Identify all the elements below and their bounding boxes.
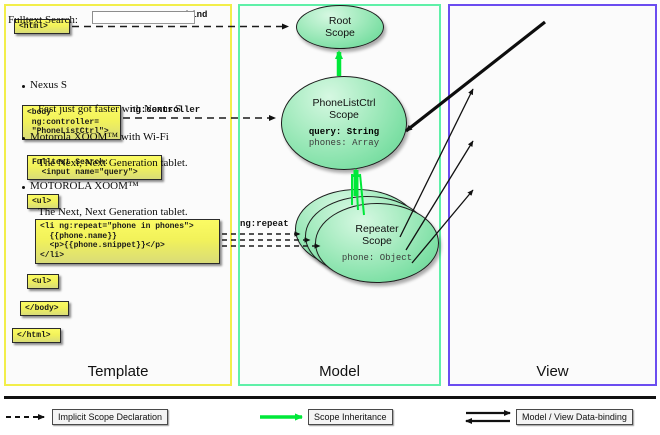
code-box-html-close: </html> (12, 328, 61, 343)
panel-view: View (448, 4, 657, 386)
code-box-ul-open: <ul> (27, 194, 59, 209)
view-search-input[interactable] (92, 11, 195, 24)
view-bullet-2 (22, 186, 25, 189)
root-scope-title-line1: Root (328, 15, 352, 27)
code-box-body-close: </body> (20, 301, 69, 316)
legend: Implicit Scope Declaration Scope Inherit… (0, 396, 660, 435)
code-box-li-ng-repeat: <li ng:repeat="phone in phones"> {{phone… (35, 219, 220, 264)
repeater-scope-props: phone: Object (342, 253, 412, 264)
code-box-ul-close: <ul> (27, 274, 59, 289)
repeater-prop-phone: phone: Object (341, 252, 413, 263)
phonelistctrl-prop-query: query: String (308, 127, 380, 137)
code-box-body-controller: <body ng:controller= "PhoneListCtrl"> (22, 105, 121, 140)
phonelistctrl-scope-ellipse: PhoneListCtrl Scope query: String phones… (281, 76, 407, 170)
view-bullet-1 (22, 137, 25, 140)
repeater-scope-ellipse: Repeater Scope phone: Object (315, 203, 439, 283)
legend-item-scope-inheritance: Scope Inheritance (308, 409, 393, 425)
view-item-snippet-0: Fast just got faster with Nexus S. (38, 103, 184, 115)
view-item-snippet-2: The Next, Next Generation tablet. (38, 206, 188, 218)
panel-template-label: Template (87, 363, 149, 380)
view-item-name-2: MOTOROLA XOOM™ (30, 180, 139, 192)
legend-divider (4, 396, 656, 399)
view-item-snippet-1: The Next, Next Generation tablet. (38, 157, 188, 169)
panel-view-label: View (536, 363, 569, 380)
code-box-html-open: <html> (14, 19, 70, 34)
legend-item-model-view-data-binding: Model / View Data-binding (516, 409, 633, 425)
ng-repeat-label: ng:repeat (240, 219, 289, 229)
phonelistctrl-scope-props: query: String phones: Array (309, 127, 379, 149)
phonelistctrl-scope-title-line2: Scope (329, 109, 359, 121)
root-scope-title-line2: Scope (325, 27, 355, 39)
view-item-name-0: Nexus S (30, 79, 67, 91)
repeater-scope-title-line2: Scope (362, 234, 392, 247)
view-bullet-0 (22, 85, 25, 88)
phonelistctrl-prop-phones: phones: Array (308, 138, 380, 148)
legend-item-implicit-scope-declaration: Implicit Scope Declaration (52, 409, 169, 425)
root-scope-ellipse: Root Scope (296, 5, 384, 49)
ng-controller-label: ng:controller (130, 105, 201, 115)
panel-model-label: Model (319, 363, 360, 380)
view-search-label: Fulltext Search: (8, 14, 78, 26)
repeater-scope-title-line1: Repeater (355, 222, 399, 235)
view-item-name-1: Motorola XOOM™ with Wi-Fi (30, 131, 169, 143)
phonelistctrl-scope-title-line1: PhoneListCtrl (312, 97, 376, 109)
code-box-fulltext-search: Fulltext Search: <input name="query"> (27, 155, 162, 180)
